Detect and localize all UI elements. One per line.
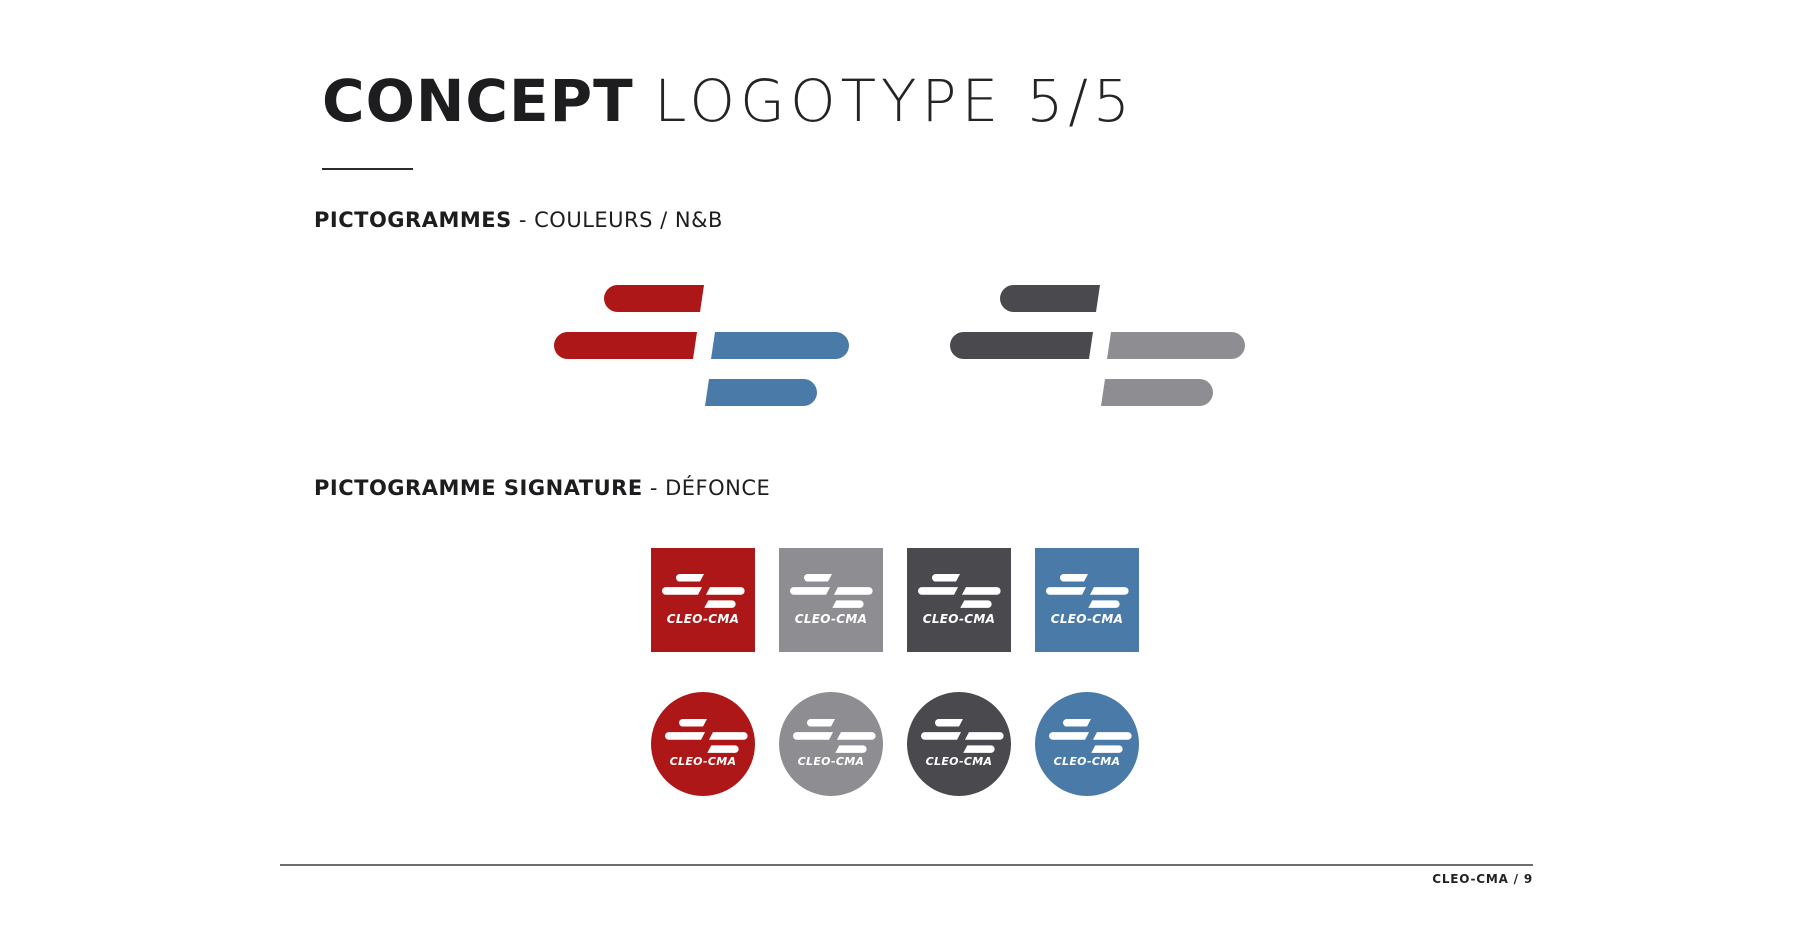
bar-middle-left bbox=[662, 587, 703, 595]
section-heading-bold: PICTOGRAMME SIGNATURE bbox=[314, 476, 643, 500]
bar-top bbox=[935, 719, 963, 727]
section-heading-signature: PICTOGRAMME SIGNATURE - DÉFONCE bbox=[314, 474, 770, 502]
badge-round-red: CLEO-CMA bbox=[651, 692, 755, 796]
bar-top bbox=[807, 719, 835, 727]
bar-middle-left bbox=[793, 732, 834, 740]
bar-middle-left bbox=[950, 332, 1093, 359]
badge-label: CLEO-CMA bbox=[922, 612, 996, 626]
badge-square-dark-gray: CLEO-CMA bbox=[907, 548, 1011, 652]
badge-label: CLEO-CMA bbox=[797, 755, 865, 768]
section-heading-bold: PICTOGRAMMES bbox=[314, 208, 512, 232]
badge-mark bbox=[1046, 574, 1129, 608]
badge-mark bbox=[1049, 719, 1132, 753]
bar-middle-right bbox=[1092, 732, 1132, 740]
section-heading-rest: - DÉFONCE bbox=[642, 476, 771, 500]
bar-middle-left bbox=[554, 332, 697, 359]
bar-middle-right bbox=[1089, 587, 1129, 595]
badge-round-blue: CLEO-CMA bbox=[1035, 692, 1139, 796]
bar-middle-left bbox=[665, 732, 706, 740]
badge-label: CLEO-CMA bbox=[669, 755, 737, 768]
bar-middle-right bbox=[836, 732, 876, 740]
bar-bottom bbox=[963, 745, 995, 753]
badge-round-dark-gray: CLEO-CMA bbox=[907, 692, 1011, 796]
badge-mark bbox=[665, 719, 748, 753]
page-title-bold: CONCEPT bbox=[322, 67, 634, 135]
badge-mark bbox=[662, 574, 745, 608]
badge-square-red: CLEO-CMA bbox=[651, 548, 755, 652]
bar-top bbox=[1063, 719, 1091, 727]
bar-top bbox=[932, 574, 960, 582]
bar-middle-left bbox=[790, 587, 831, 595]
bar-middle-left bbox=[1046, 587, 1087, 595]
bar-bottom bbox=[705, 379, 817, 406]
bar-top bbox=[679, 719, 707, 727]
badge-label: CLEO-CMA bbox=[925, 755, 993, 768]
badge-label: CLEO-CMA bbox=[1050, 612, 1124, 626]
bar-bottom bbox=[1091, 745, 1123, 753]
badge-mark bbox=[790, 574, 873, 608]
badge-square-light-gray: CLEO-CMA bbox=[779, 548, 883, 652]
bar-middle-left bbox=[918, 587, 959, 595]
page-title-light: LOGOTYPE 5/5 bbox=[654, 67, 1135, 135]
bar-middle-right bbox=[961, 587, 1001, 595]
badge-round-light-gray: CLEO-CMA bbox=[779, 692, 883, 796]
bar-middle-right bbox=[705, 587, 745, 595]
bar-middle-left bbox=[921, 732, 962, 740]
section-heading-rest: - COULEURS / N&B bbox=[511, 208, 723, 232]
footer-divider bbox=[280, 864, 1533, 866]
bar-top bbox=[804, 574, 832, 582]
title-underline bbox=[322, 168, 413, 170]
pictogram-colour bbox=[552, 283, 852, 412]
badge-label: CLEO-CMA bbox=[794, 612, 868, 626]
bar-top bbox=[604, 285, 704, 312]
section-heading-pictogrammes: PICTOGRAMMES - COULEURS / N&B bbox=[314, 206, 723, 234]
badge-mark bbox=[918, 574, 1001, 608]
bar-bottom bbox=[707, 745, 739, 753]
pictogram-mark bbox=[950, 285, 1245, 406]
bar-middle-right bbox=[833, 587, 873, 595]
badge-mark bbox=[793, 719, 876, 753]
pictogram-mark bbox=[554, 285, 849, 406]
bar-bottom bbox=[1088, 600, 1120, 608]
pictogram-mono bbox=[948, 283, 1248, 412]
page-title: CONCEPT LOGOTYPE 5/5 bbox=[322, 62, 1135, 140]
badge-label: CLEO-CMA bbox=[1053, 755, 1121, 768]
bar-middle-right bbox=[711, 332, 849, 359]
bar-top bbox=[676, 574, 704, 582]
badge-label: CLEO-CMA bbox=[666, 612, 740, 626]
badge-mark bbox=[921, 719, 1004, 753]
footer-page-label: CLEO-CMA / 9 bbox=[1432, 872, 1533, 886]
bar-bottom bbox=[1101, 379, 1213, 406]
bar-middle-left bbox=[1049, 732, 1090, 740]
bar-middle-right bbox=[964, 732, 1004, 740]
bar-bottom bbox=[832, 600, 864, 608]
bar-bottom bbox=[960, 600, 992, 608]
bar-top bbox=[1060, 574, 1088, 582]
bar-bottom bbox=[704, 600, 736, 608]
badge-square-blue: CLEO-CMA bbox=[1035, 548, 1139, 652]
bar-bottom bbox=[835, 745, 867, 753]
bar-middle-right bbox=[1107, 332, 1245, 359]
bar-top bbox=[1000, 285, 1100, 312]
bar-middle-right bbox=[708, 732, 748, 740]
